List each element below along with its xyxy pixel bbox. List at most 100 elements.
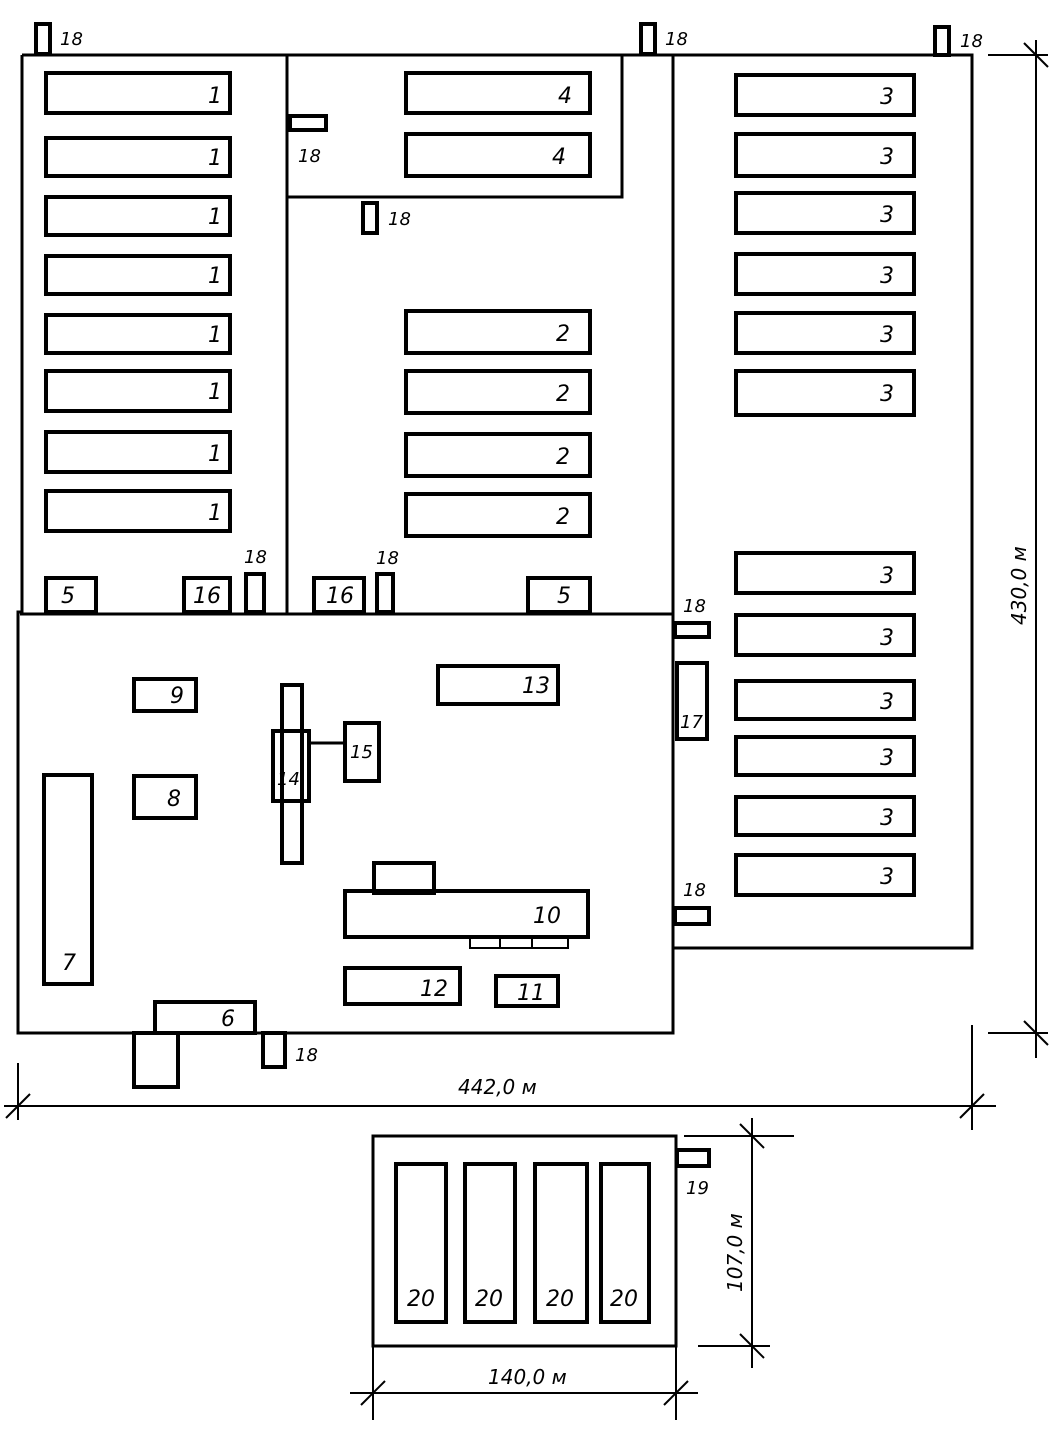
building-2-label: 2 xyxy=(556,382,570,407)
building-1 xyxy=(44,136,232,178)
building-1-label: 1 xyxy=(208,501,222,526)
building-15 xyxy=(343,721,381,783)
zone-buildings-2: 2 2 2 2 xyxy=(404,309,592,538)
building-1 xyxy=(44,430,232,474)
building-10-annex xyxy=(372,861,436,895)
building-1-label: 1 xyxy=(208,380,222,405)
building-10-label: 10 xyxy=(533,904,561,929)
building-3 xyxy=(734,853,916,897)
building-1 xyxy=(44,313,232,355)
post-18-label: 18 xyxy=(60,29,83,50)
building-3 xyxy=(734,132,916,178)
building-1 xyxy=(44,489,232,533)
building-3-label: 3 xyxy=(880,382,894,407)
building-10-bay xyxy=(531,936,569,949)
building-3-label: 3 xyxy=(880,145,894,170)
post-18-label: 18 xyxy=(376,548,399,569)
lower-site: 20 20 20 20 19 xyxy=(371,1134,711,1348)
building-8-label: 8 xyxy=(167,787,181,812)
building-20 xyxy=(463,1162,517,1324)
building-3-label: 3 xyxy=(880,746,894,771)
structure-5 xyxy=(526,576,592,614)
building-1 xyxy=(44,254,232,296)
building-3-label: 3 xyxy=(880,865,894,890)
building-3 xyxy=(734,191,916,235)
post-18 xyxy=(288,114,328,132)
row-small-structures: 5 16 16 5 xyxy=(44,576,592,614)
building-20-label: 20 xyxy=(546,1287,574,1312)
building-6-annex xyxy=(132,1031,180,1089)
dimension-lower-height: 107,0 м xyxy=(684,1118,794,1368)
building-17 xyxy=(675,661,709,741)
structure-19-label: 19 xyxy=(686,1178,709,1199)
zone-buildings-1: 1 1 1 1 1 1 1 1 xyxy=(44,71,232,533)
main-width-label: 442,0 м xyxy=(458,1075,537,1099)
building-3 xyxy=(734,551,916,595)
building-10 xyxy=(343,889,590,939)
building-3-label: 3 xyxy=(880,690,894,715)
post-18 xyxy=(639,22,657,56)
building-20 xyxy=(533,1162,589,1324)
building-20 xyxy=(394,1162,448,1324)
lower-width-label: 140,0 м xyxy=(488,1365,567,1389)
structure-16-label: 16 xyxy=(326,584,354,609)
structure-16 xyxy=(312,576,366,614)
building-3 xyxy=(734,613,916,657)
building-13-label: 13 xyxy=(522,674,550,699)
building-6 xyxy=(153,1000,257,1035)
zone-lower-main: 9 8 7 13 14 15 17 10 12 11 6 xyxy=(42,661,709,1089)
building-20 xyxy=(599,1162,651,1324)
post-18-label: 18 xyxy=(683,596,706,617)
building-14-label: 14 xyxy=(277,769,300,790)
building-1-label: 1 xyxy=(208,442,222,467)
building-3 xyxy=(734,311,916,355)
building-8 xyxy=(132,774,198,820)
building-1-label: 1 xyxy=(208,146,222,171)
structure-5 xyxy=(44,576,98,614)
building-2 xyxy=(404,369,592,415)
building-3 xyxy=(734,73,916,117)
building-1 xyxy=(44,369,232,413)
building-1-label: 1 xyxy=(208,205,222,230)
building-3-label: 3 xyxy=(880,626,894,651)
building-3 xyxy=(734,735,916,777)
post-18 xyxy=(261,1031,287,1069)
post-18 xyxy=(34,22,52,56)
post-18-label: 18 xyxy=(295,1045,318,1066)
building-7 xyxy=(42,773,94,986)
dimension-main-height: 430,0 м xyxy=(988,40,1049,1058)
post-18-label: 18 xyxy=(388,209,411,230)
building-12-label: 12 xyxy=(420,977,448,1002)
building-1-label: 1 xyxy=(208,323,222,348)
post-18 xyxy=(673,621,711,639)
building-4-label: 4 xyxy=(552,145,566,170)
building-17-label: 17 xyxy=(680,712,703,733)
building-2-label: 2 xyxy=(556,505,570,530)
building-1 xyxy=(44,195,232,237)
building-3-label: 3 xyxy=(880,564,894,589)
dimension-lower-width: 140,0 м xyxy=(350,1346,698,1420)
post-18 xyxy=(361,201,379,235)
building-13 xyxy=(436,664,560,706)
posts-18: 18 18 18 18 18 18 18 18 18 18 xyxy=(34,22,983,1069)
dimension-main-width: 442,0 м xyxy=(4,1025,996,1130)
building-3 xyxy=(734,369,916,417)
building-2 xyxy=(404,309,592,355)
post-18-label: 18 xyxy=(683,880,706,901)
structure-5-label: 5 xyxy=(61,584,75,609)
building-3-label: 3 xyxy=(880,323,894,348)
zone-buildings-3: 3 3 3 3 3 3 3 3 3 3 3 3 xyxy=(734,73,916,897)
post-18 xyxy=(375,572,395,614)
zone-buildings-4: 4 4 xyxy=(404,71,592,178)
building-2 xyxy=(404,432,592,478)
lower-site-outline xyxy=(371,1134,678,1348)
building-3-label: 3 xyxy=(880,264,894,289)
structure-5-label: 5 xyxy=(557,584,571,609)
structure-19 xyxy=(675,1148,711,1168)
building-3-label: 3 xyxy=(880,203,894,228)
structure-16 xyxy=(182,576,232,614)
building-3 xyxy=(734,795,916,837)
building-11-label: 11 xyxy=(517,981,545,1006)
building-3-label: 3 xyxy=(880,85,894,110)
